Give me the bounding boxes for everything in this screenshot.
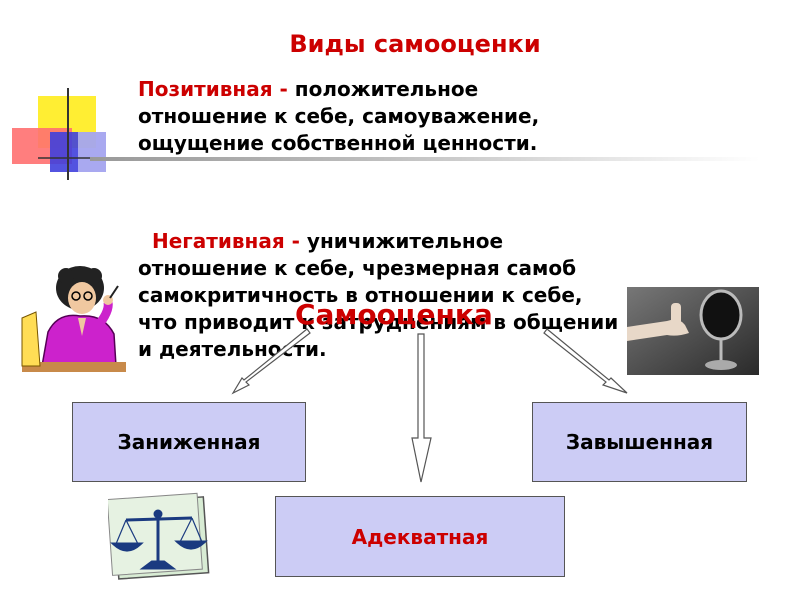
arrow-to-high <box>543 328 628 394</box>
positive-line2: отношение к себе, самоуважение, <box>138 104 540 128</box>
divider-line <box>90 157 760 161</box>
page-title: Виды самооценки <box>289 30 541 58</box>
hand-mirror-photo-icon <box>627 287 759 375</box>
positive-definition: Позитивная - положительное отношение к с… <box>138 76 778 157</box>
negative-line3: самокритичность в отношении к себе, <box>138 283 583 307</box>
positive-term: Позитивная - <box>138 77 295 101</box>
positive-line1: положительное <box>294 77 479 101</box>
negative-line2: отношение к себе, чрезмерная самоб <box>138 256 577 280</box>
negative-term: Негативная - <box>152 229 307 253</box>
negative-line1: уничижительное <box>306 229 504 253</box>
negative-line4: что приводит к затруднениям в общении <box>138 310 619 334</box>
arrow-to-low <box>231 328 311 395</box>
thinking-woman-icon <box>21 266 126 372</box>
center-label: Самооценка <box>295 298 493 331</box>
box-low: Заниженная <box>72 402 306 482</box>
box-high: Завышенная <box>532 402 747 482</box>
box-adequate: Адекватная <box>275 496 565 577</box>
balance-scales-icon <box>108 492 210 580</box>
negative-definition: Негативная - уничижительное отношение к … <box>138 228 798 363</box>
arrow-to-adequate <box>411 333 432 483</box>
positive-line3: ощущение собственной ценности. <box>138 131 538 155</box>
